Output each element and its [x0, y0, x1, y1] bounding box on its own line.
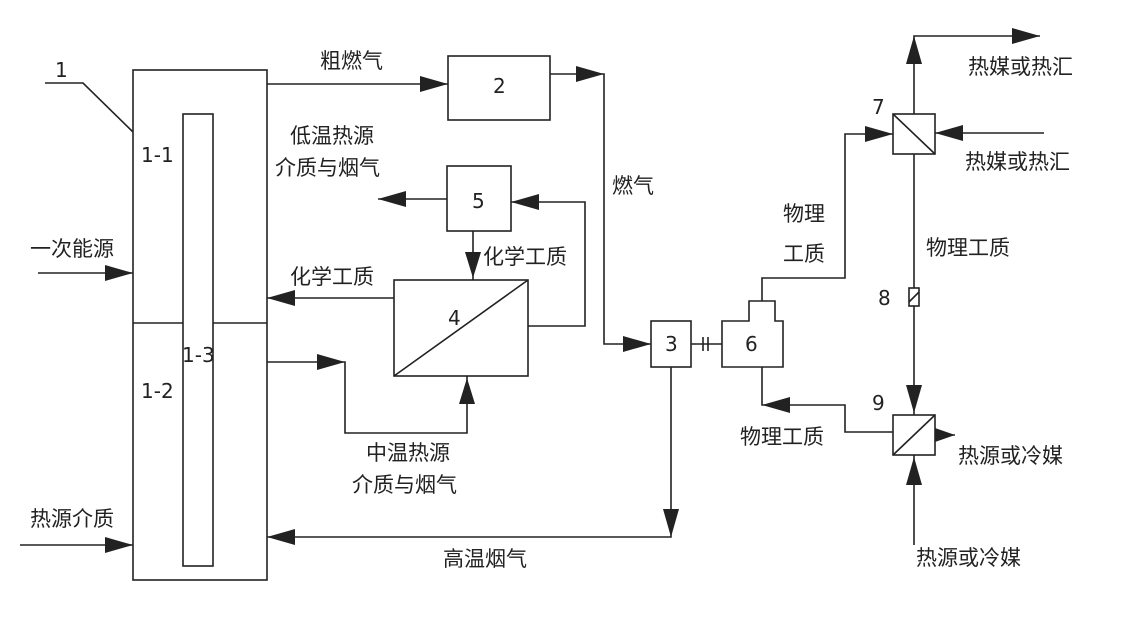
- label-2: 2: [493, 74, 506, 98]
- arrow-fuel-gas-top: [576, 66, 604, 82]
- label-low-temp-2: 介质与烟气: [275, 156, 380, 180]
- arrow-into-5: [511, 194, 539, 210]
- label-high-temp: 高温烟气: [443, 547, 527, 571]
- label-1-3: 1-3: [182, 343, 215, 367]
- arrow-primary-energy: [105, 265, 133, 281]
- label-chemical-left: 化学工质: [290, 265, 374, 289]
- exchanger-9-diagonal: [892, 414, 936, 456]
- arrow-into-6: [762, 397, 790, 413]
- label-1-1: 1-1: [141, 143, 174, 167]
- label-physical-top-1: 物理: [783, 202, 825, 226]
- label-4: 4: [448, 306, 461, 330]
- arrow-into-9: [906, 385, 922, 413]
- arrow-high-temp-in: [267, 529, 295, 545]
- arrow-fuel-gas-in: [623, 336, 651, 352]
- arrow-7-right: [1012, 28, 1040, 44]
- unit-2: [447, 55, 551, 121]
- arrow-heat-source-medium: [105, 537, 133, 553]
- arrow-chemical-down: [465, 252, 481, 278]
- arrow-mid-temp-up: [459, 378, 475, 404]
- label-heat-sink-out: 热媒或热汇: [968, 55, 1073, 79]
- flow-6-to-7: [761, 133, 893, 301]
- label-1: 1: [55, 58, 68, 82]
- label-8: 8: [878, 286, 891, 310]
- label-primary-energy: 一次能源: [30, 237, 114, 261]
- unit-1-leader: [45, 82, 134, 133]
- valve-8-mark: [908, 291, 920, 303]
- unit-4-diagonal: [393, 279, 529, 377]
- flow-fuel-gas: [550, 73, 651, 345]
- label-mid-temp-2: 介质与烟气: [352, 473, 457, 497]
- arrow-9-out: [935, 428, 955, 442]
- label-9: 9: [872, 391, 885, 415]
- arrow-crude-gas: [420, 76, 448, 92]
- arrow-high-temp-down: [663, 509, 679, 537]
- label-physical-bottom: 物理工质: [740, 425, 824, 449]
- flow-9-to-6: [761, 367, 893, 433]
- label-fuel-gas: 燃气: [612, 174, 654, 198]
- exchanger-7-diagonal: [892, 113, 936, 155]
- arrow-into-7: [865, 126, 893, 142]
- label-1-2: 1-2: [141, 379, 174, 403]
- label-physical-right: 物理工质: [926, 236, 1010, 260]
- unit-1-3: [182, 113, 214, 567]
- label-7: 7: [872, 95, 885, 119]
- label-6: 6: [745, 332, 758, 356]
- label-crude-gas: 粗燃气: [320, 49, 383, 73]
- label-heat-coolant-out: 热源或冷媒: [958, 444, 1063, 468]
- unit-6: [721, 300, 784, 368]
- arrow-into-7-right: [935, 125, 963, 141]
- label-5: 5: [472, 189, 485, 213]
- label-heat-coolant-in: 热源或冷媒: [916, 546, 1021, 570]
- arrow-mid-temp-right: [317, 354, 345, 370]
- unit-5: [446, 165, 512, 232]
- label-chemical-top: 化学工质: [483, 245, 567, 269]
- arrow-into-9-bottom: [906, 457, 922, 485]
- label-physical-top-2: 工质: [783, 242, 825, 266]
- label-heat-source-medium: 热源介质: [30, 507, 114, 531]
- arrow-low-temp-out: [378, 191, 406, 207]
- arrow-chemical-left: [267, 290, 295, 306]
- label-low-temp-1: 低温热源: [290, 124, 374, 148]
- flow-4-to-5: [511, 201, 586, 327]
- label-mid-temp-1: 中温热源: [366, 441, 450, 465]
- label-3: 3: [665, 332, 678, 356]
- arrow-7-up: [906, 36, 922, 64]
- label-heat-sink-in: 热媒或热汇: [965, 150, 1070, 174]
